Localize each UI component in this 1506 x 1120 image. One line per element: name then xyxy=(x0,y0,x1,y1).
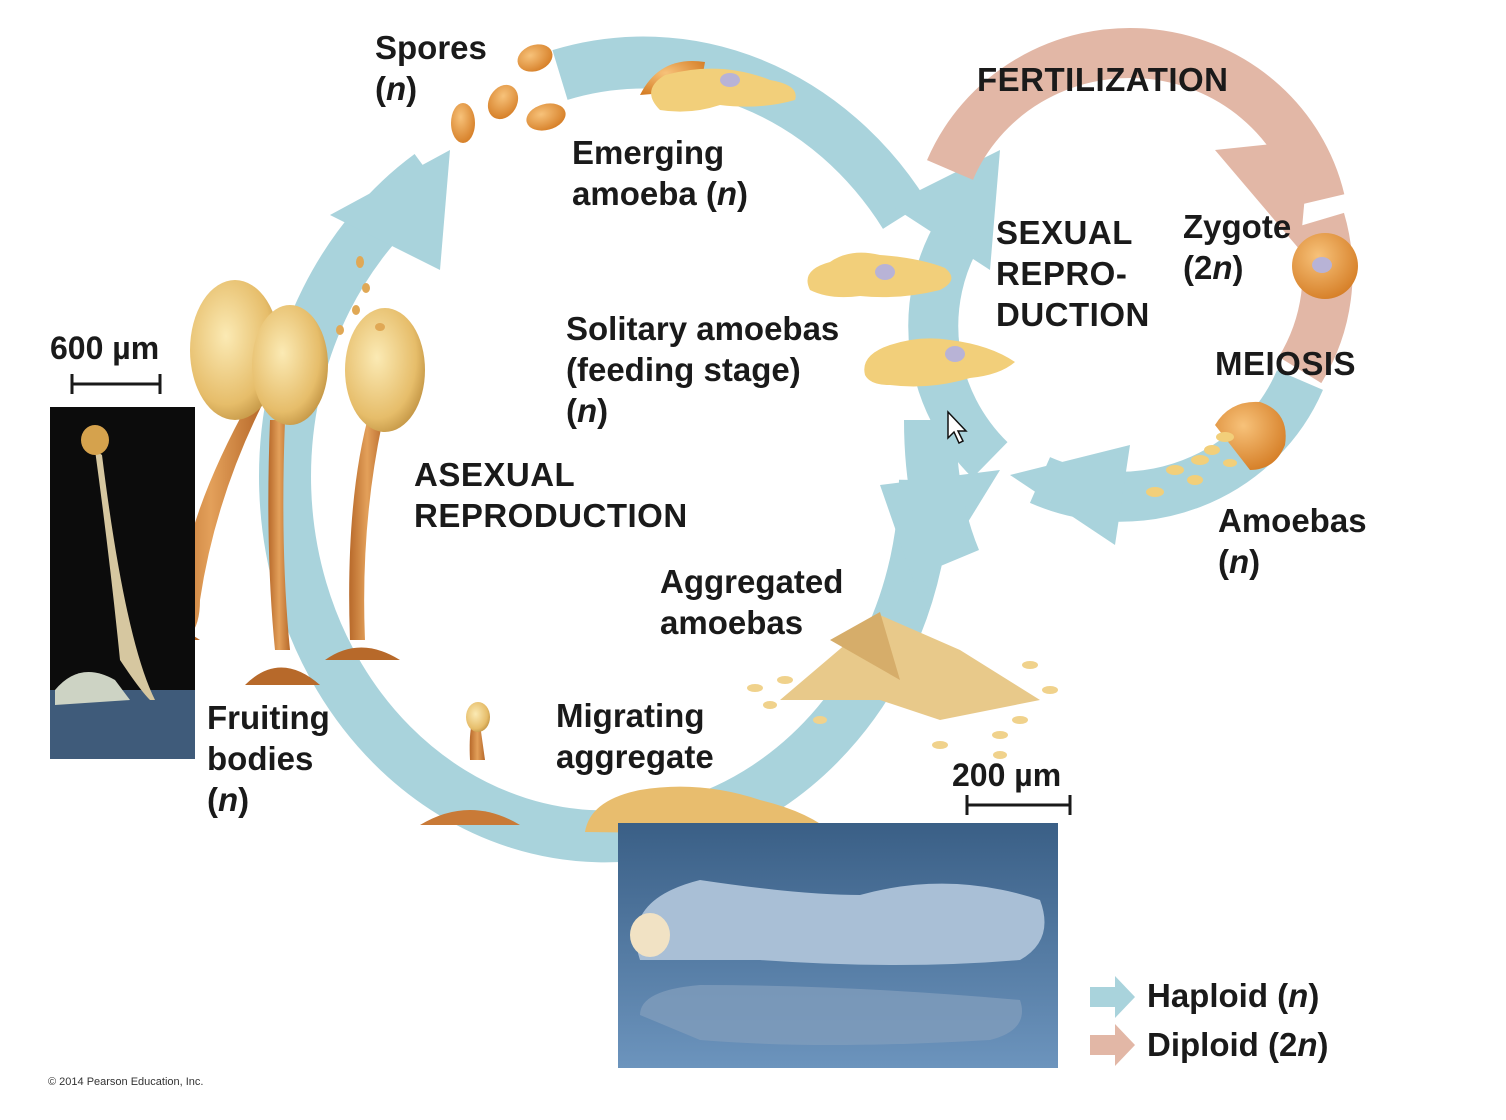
photo-fruiting-body xyxy=(50,407,195,759)
label-emerging-amoeba: Emerging amoeba (n) xyxy=(572,134,749,212)
photo-migrating-slug xyxy=(618,823,1058,1068)
migrating-aggregate xyxy=(585,786,835,835)
label-sexual-reproduction: SEXUAL REPRO- DUCTION xyxy=(996,214,1150,333)
arrowhead-up xyxy=(330,150,450,270)
solitary-amoebas xyxy=(807,252,1015,387)
label-asexual-reproduction: ASEXUAL REPRODUCTION xyxy=(414,456,688,534)
zygote xyxy=(1292,233,1358,299)
mouse-cursor-icon xyxy=(947,410,968,445)
scale-label-left: 600 µm xyxy=(50,330,160,366)
label-meiosis: MEIOSIS xyxy=(1215,345,1357,382)
label-amoebas: Amoebas (n) xyxy=(1218,502,1367,580)
meiosis-cyst xyxy=(1146,401,1286,497)
legend-haploid-arrow xyxy=(1090,976,1135,1018)
scale-bar-right xyxy=(965,795,1072,815)
copyright-notice: © 2014 Pearson Education, Inc. xyxy=(48,1076,204,1088)
label-aggregated-amoebas: Aggregated amoebas xyxy=(660,563,844,641)
legend-diploid: Diploid (2n) xyxy=(1147,1026,1329,1063)
scale-bar-left xyxy=(70,374,162,394)
label-zygote: Zygote (2n) xyxy=(1183,208,1292,286)
label-fruiting-bodies: Fruiting bodies (n) xyxy=(207,699,330,818)
aggregated-amoebas xyxy=(747,612,1058,759)
label-fertilization: FERTILIZATION xyxy=(977,61,1229,98)
label-migrating-aggregate: Migrating aggregate xyxy=(556,697,714,775)
legend-diploid-arrow xyxy=(1090,1024,1135,1066)
spores xyxy=(451,44,566,143)
label-spores: Spores (n) xyxy=(375,29,487,107)
arrowhead-fertilization xyxy=(1215,140,1310,250)
emerging-amoeba xyxy=(640,60,796,112)
arrowhead-return xyxy=(1010,445,1130,545)
label-solitary-amoebas: Solitary amoebas (feeding stage) (n) xyxy=(566,310,840,429)
legend-haploid: Haploid (n) xyxy=(1147,977,1320,1014)
scale-label-right: 200 µm xyxy=(952,757,1062,793)
